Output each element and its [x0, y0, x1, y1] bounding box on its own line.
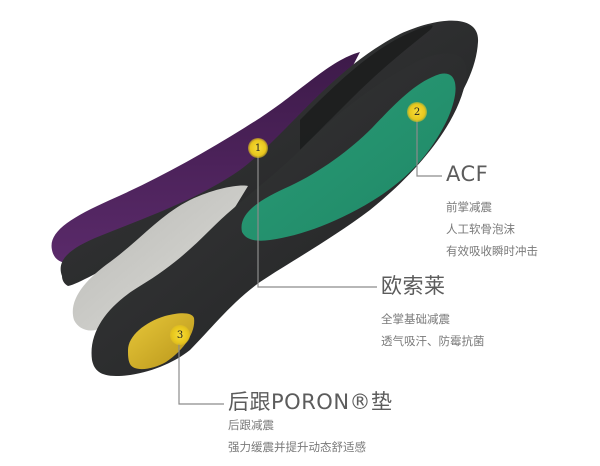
marker-3-poron[interactable]: 3 [170, 325, 190, 345]
callout-line-poron [178, 341, 224, 405]
marker-number: 3 [176, 329, 184, 341]
ortholite-title: 欧索莱 [381, 274, 446, 298]
callout-line-acf [416, 113, 442, 177]
marker-2-acf[interactable]: 2 [407, 102, 427, 122]
acf-desc-line: 有效吸收瞬时冲击 [446, 244, 538, 258]
ortholite-desc-line: 透气吸汗、防霉抗菌 [381, 334, 485, 348]
insole-edge-strip [300, 25, 433, 150]
poron-desc-line: 后跟减震 [228, 418, 274, 432]
gray-arch-support [72, 185, 249, 331]
marker-1-ortholite[interactable]: 1 [248, 138, 268, 158]
poron-title: 后跟PORON®垫 [228, 390, 393, 414]
acf-description: 前掌减震 人工软骨泡沫 有效吸收瞬时冲击 [446, 196, 538, 262]
poron-description: 后跟减震 强力缓震并提升动态舒适感 [228, 414, 366, 458]
ortholite-desc-line: 全掌基础减震 [381, 312, 450, 326]
acf-green-pad [241, 73, 456, 241]
poron-desc-line: 强力缓震并提升动态舒适感 [228, 440, 366, 454]
marker-number: 2 [413, 106, 421, 118]
callout-lines [178, 113, 442, 405]
acf-desc-line: 前掌减震 [446, 200, 492, 214]
marker-number: 1 [254, 142, 262, 154]
acf-desc-line: 人工软骨泡沫 [446, 222, 515, 236]
acf-title: ACF [446, 162, 489, 186]
callout-line-ortholite [257, 155, 377, 288]
purple-topsheet-layer [51, 52, 360, 264]
ortholite-description: 全掌基础减震 透气吸汗、防霉抗菌 [381, 308, 485, 352]
